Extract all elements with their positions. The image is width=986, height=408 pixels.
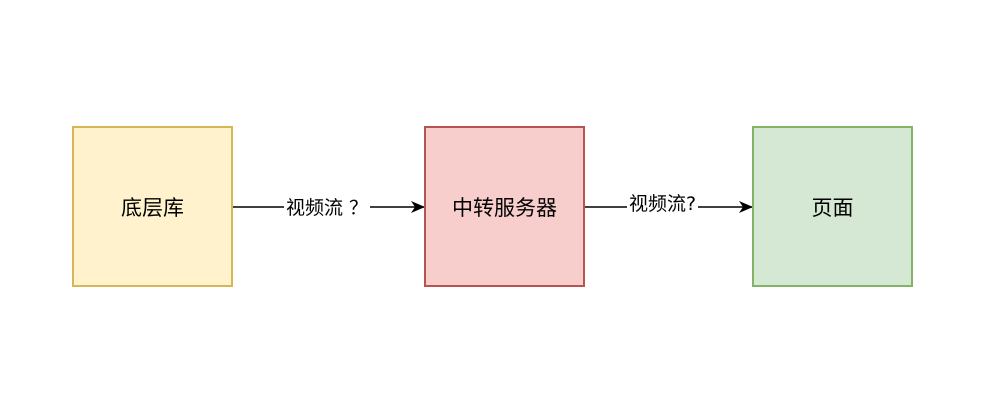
node-page-label: 页面 [811,195,854,220]
node-page[interactable]: 页面 [752,126,913,287]
edge-label-relay-to-page: 视频流? [627,192,699,216]
edge-label-source-to-relay: 视频流 ？ [284,196,371,220]
node-source-label: 底层库 [121,195,184,220]
node-relay-label: 中转服务器 [452,195,557,220]
node-source-library[interactable]: 底层库 [72,126,233,287]
node-relay-server[interactable]: 中转服务器 [424,126,585,287]
